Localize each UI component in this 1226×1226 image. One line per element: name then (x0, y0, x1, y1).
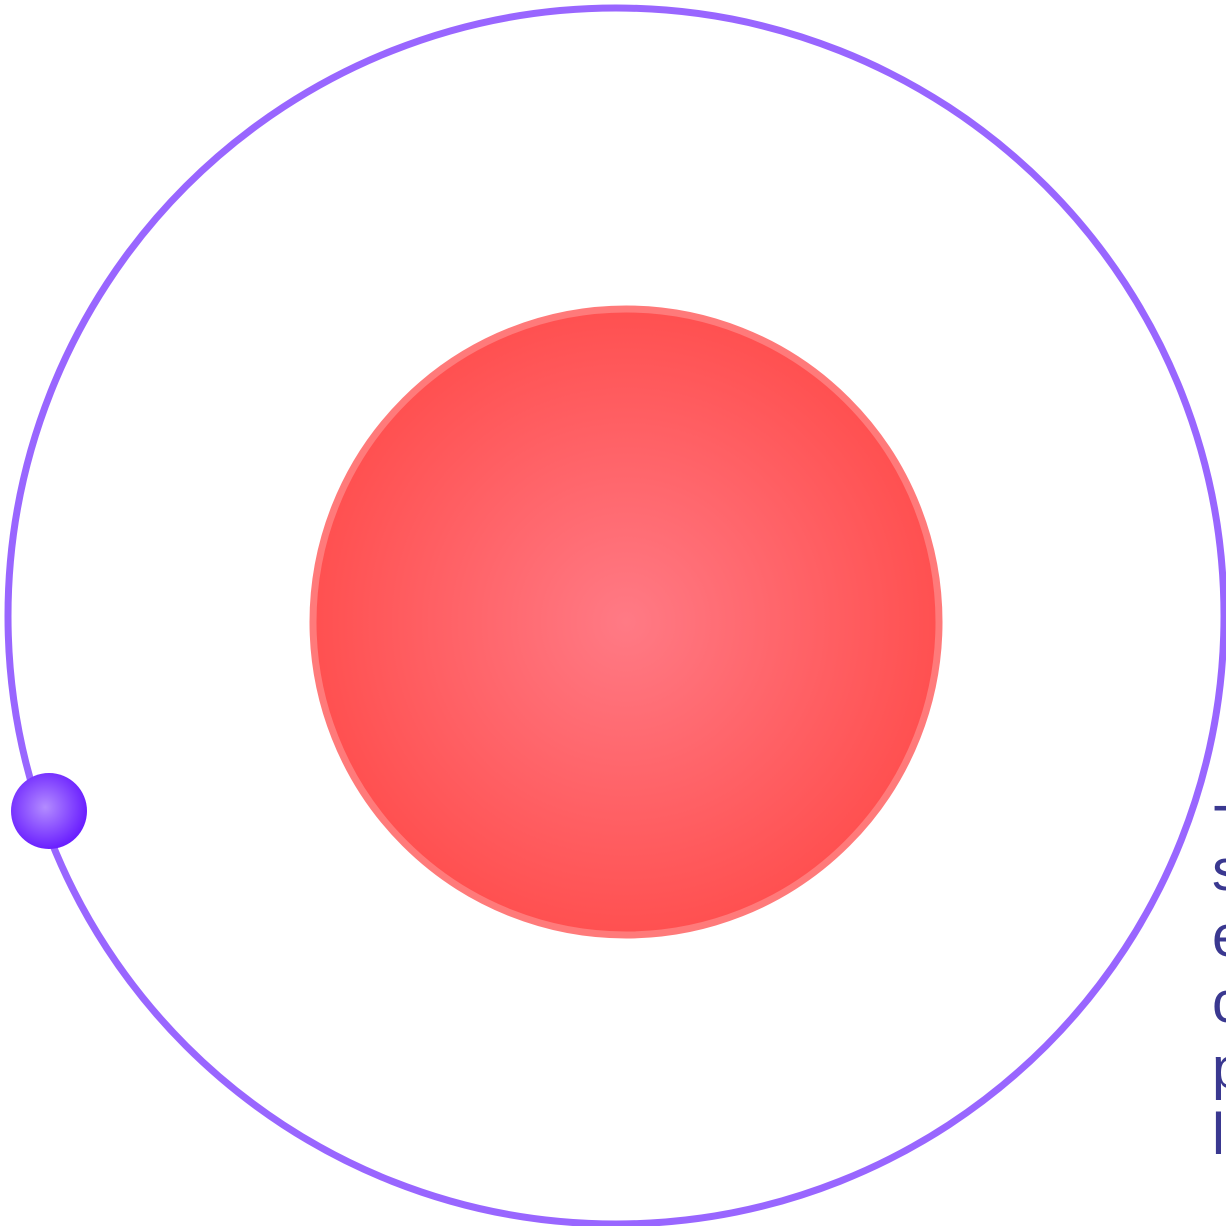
clipped-text-line: - (1212, 772, 1226, 838)
clipped-side-text: - s e c p l (1212, 772, 1226, 1168)
clipped-text-line: l (1212, 1102, 1226, 1168)
clipped-text-line: p (1212, 1036, 1226, 1102)
electron (11, 773, 87, 849)
nucleus (313, 309, 939, 935)
clipped-text-line: s (1212, 838, 1226, 904)
clipped-text-line: c (1212, 970, 1226, 1036)
clipped-text-line: e (1212, 904, 1226, 970)
